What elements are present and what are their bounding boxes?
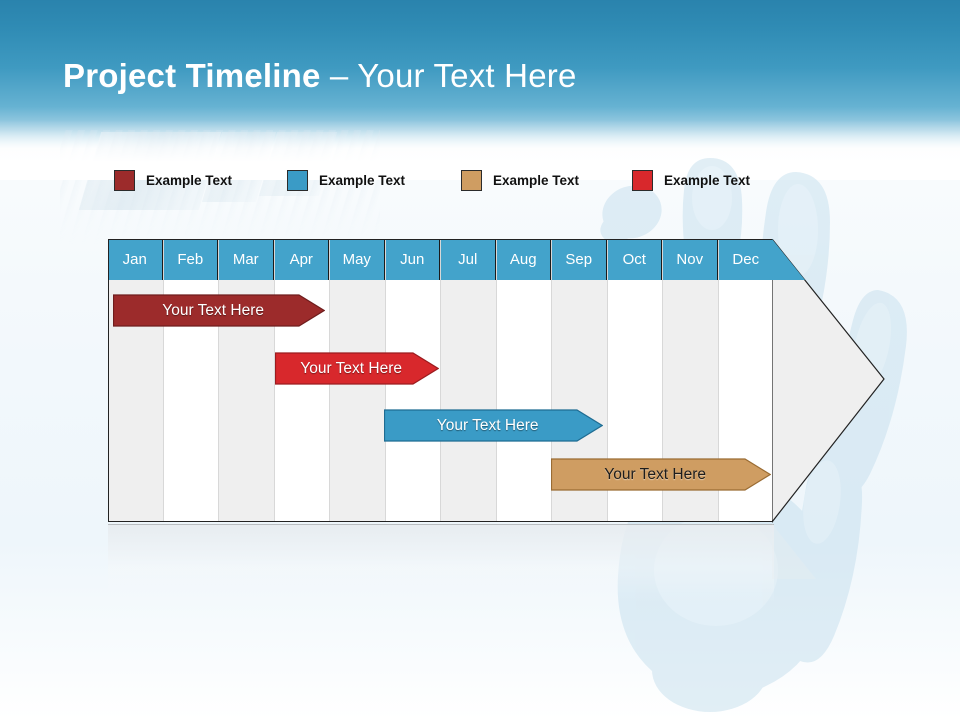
chart-reflection bbox=[108, 524, 774, 603]
timeline-column-aug: Aug bbox=[496, 239, 552, 522]
month-header-mar[interactable]: Mar bbox=[219, 239, 274, 280]
legend-item-label: Example Text bbox=[664, 173, 751, 188]
legend-item: Example Text bbox=[632, 170, 750, 191]
legend-item-label: Example Text bbox=[146, 173, 233, 188]
legend-color-swatch bbox=[632, 170, 653, 191]
month-header-may[interactable]: May bbox=[330, 239, 385, 280]
timeline-bar[interactable]: Your Text Here bbox=[275, 352, 439, 385]
month-header-feb[interactable]: Feb bbox=[163, 239, 218, 280]
month-header-apr[interactable]: Apr bbox=[274, 239, 329, 280]
title-bold-part: Project Timeline bbox=[63, 57, 321, 94]
legend-color-swatch bbox=[287, 170, 308, 191]
legend-color-swatch bbox=[114, 170, 135, 191]
month-header-nov[interactable]: Nov bbox=[663, 239, 718, 280]
month-header-jan[interactable]: Jan bbox=[108, 239, 163, 280]
month-header-oct[interactable]: Oct bbox=[607, 239, 662, 280]
page-title: Project Timeline – Your Text Here bbox=[63, 57, 577, 95]
month-header-dec[interactable]: Dec bbox=[718, 239, 773, 280]
timeline-column-feb: Feb bbox=[163, 239, 219, 522]
timeline-bar[interactable]: Your Text Here bbox=[551, 458, 771, 491]
title-separator: – bbox=[320, 57, 358, 94]
bar-arrow-shape bbox=[384, 409, 603, 442]
bar-arrow-shape bbox=[275, 352, 439, 385]
legend-item: Example Text bbox=[461, 170, 579, 191]
bar-arrow-shape bbox=[551, 458, 771, 491]
month-header-aug[interactable]: Aug bbox=[496, 239, 551, 280]
month-header-jun[interactable]: Jun bbox=[385, 239, 440, 280]
legend-item-label: Example Text bbox=[493, 173, 580, 188]
title-rest-part: Your Text Here bbox=[357, 57, 577, 94]
timeline-column-jan: Jan bbox=[108, 239, 164, 522]
month-header-sep[interactable]: Sep bbox=[552, 239, 607, 280]
legend-color-swatch bbox=[461, 170, 482, 191]
legend-item-label: Example Text bbox=[319, 173, 406, 188]
legend-item: Example Text bbox=[287, 170, 405, 191]
timeline-bar[interactable]: Your Text Here bbox=[384, 409, 603, 442]
arrow-reflection bbox=[772, 524, 816, 579]
bar-arrow-shape bbox=[113, 294, 325, 327]
timeline-column-mar: Mar bbox=[219, 239, 275, 522]
legend-item: Example Text bbox=[114, 170, 232, 191]
timeline-arrow-head bbox=[772, 239, 885, 523]
timeline-column-jul: Jul bbox=[441, 239, 497, 522]
timeline-bar[interactable]: Your Text Here bbox=[113, 294, 325, 327]
month-header-jul[interactable]: Jul bbox=[441, 239, 496, 280]
